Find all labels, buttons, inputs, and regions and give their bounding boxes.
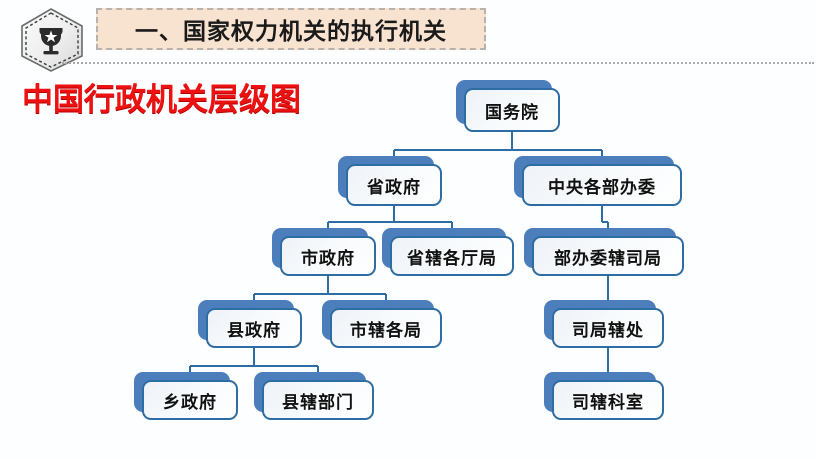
org-node-ministry-depts[interactable]: 部办委辖司局 — [524, 228, 684, 276]
org-node-face: 县辖部门 — [262, 380, 374, 420]
org-node-face: 市政府 — [280, 236, 376, 276]
org-node-div-sections[interactable]: 司辖科室 — [544, 372, 664, 420]
page-title: 中国行政机关层级图 — [22, 82, 301, 118]
org-node-label: 司辖科室 — [572, 392, 644, 413]
org-node-face: 市辖各局 — [330, 308, 442, 348]
org-node-face: 司局辖处 — [552, 308, 664, 348]
org-node-state-council[interactable]: 国务院 — [456, 80, 560, 132]
org-node-face: 省政府 — [346, 164, 442, 206]
org-node-face: 县政府 — [206, 308, 302, 348]
header-divider — [62, 62, 814, 64]
org-node-face: 中央各部办委 — [522, 164, 682, 206]
org-node-label: 县辖部门 — [282, 392, 354, 413]
org-node-label: 市政府 — [301, 248, 355, 269]
org-node-face: 乡政府 — [142, 380, 238, 420]
org-node-label: 司局辖处 — [572, 320, 644, 341]
org-node-face: 国务院 — [464, 88, 560, 132]
org-node-label: 中央各部办委 — [548, 177, 656, 198]
org-node-dept-divisions[interactable]: 司局辖处 — [544, 300, 664, 348]
org-node-county-depts[interactable]: 县辖部门 — [254, 372, 374, 420]
org-node-city-bureaus[interactable]: 市辖各局 — [322, 300, 442, 348]
org-node-label: 乡政府 — [163, 392, 217, 413]
trophy-hexagon-icon — [14, 6, 88, 74]
org-node-label: 省辖各厅局 — [407, 248, 497, 269]
section-banner-text: 一、国家权力机关的执行机关 — [135, 18, 447, 45]
org-node-county-gov[interactable]: 县政府 — [198, 300, 302, 348]
org-node-central-ministry[interactable]: 中央各部办委 — [514, 156, 682, 206]
section-banner: 一、国家权力机关的执行机关 — [96, 8, 486, 50]
org-node-provincial-gov[interactable]: 省政府 — [338, 156, 442, 206]
org-node-face: 司辖科室 — [552, 380, 664, 420]
org-node-label: 部办委辖司局 — [554, 248, 662, 269]
org-node-face: 部办委辖司局 — [532, 236, 684, 276]
org-node-label: 国务院 — [485, 102, 539, 123]
org-node-label: 县政府 — [227, 320, 281, 341]
org-node-label: 市辖各局 — [350, 320, 422, 341]
org-node-face: 省辖各厅局 — [390, 236, 514, 276]
org-node-township-gov[interactable]: 乡政府 — [134, 372, 238, 420]
org-node-prov-bureaus[interactable]: 省辖各厅局 — [382, 228, 514, 276]
org-node-city-gov[interactable]: 市政府 — [272, 228, 376, 276]
org-node-label: 省政府 — [367, 177, 421, 198]
